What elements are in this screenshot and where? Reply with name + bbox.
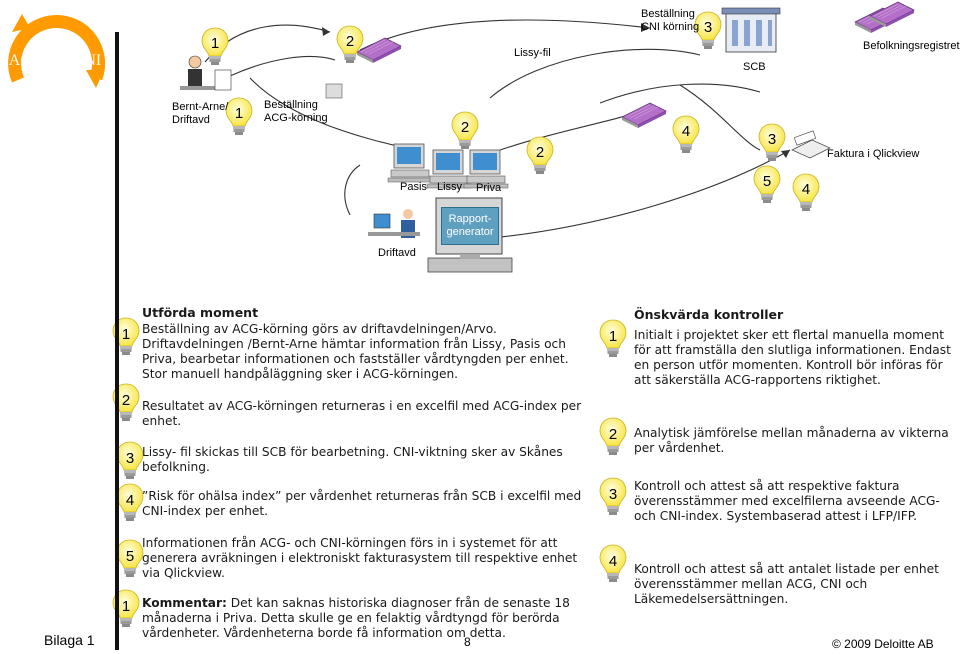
list-number: 4	[126, 492, 134, 509]
label-pasis: Pasis	[400, 181, 427, 193]
list-number: 1	[609, 328, 617, 345]
left-item-3: Lissy- fil skickas till SCB för bearbetn…	[142, 445, 563, 474]
comment-label: Kommentar:	[142, 596, 227, 610]
arc-lissy-fil	[359, 19, 651, 51]
right-heading: Önskvärda kontroller	[634, 307, 784, 322]
label-bernt-arne: Bernt-Arne/ Driftavd	[172, 101, 229, 126]
right-item-3: Kontroll och attest så att respektive fa…	[634, 479, 940, 523]
label-order-cni: Beställning CNI körning	[641, 8, 700, 33]
diagram-step-number: 5	[763, 173, 771, 190]
left-heading: Utförda moment	[142, 305, 259, 320]
left-comment: Kommentar: Det kan saknas historiska dia…	[142, 596, 597, 641]
logo-title: ACG och CNI	[8, 52, 102, 69]
printer-icon	[791, 130, 831, 159]
report-generator-label: Rapport- generator	[441, 207, 499, 245]
diagram-step-number: 2	[346, 33, 354, 50]
label-driftavd: Driftavd	[378, 247, 416, 259]
label-priva: Priva	[476, 182, 502, 194]
file-book-icon	[621, 102, 667, 129]
person-desk-icon	[180, 55, 343, 99]
list-number: 1	[122, 598, 130, 615]
list-number: 2	[122, 392, 130, 409]
list-number: 3	[126, 450, 134, 467]
logo-graphic	[8, 14, 106, 88]
label-faktura: Faktura i Qlickview	[827, 148, 920, 160]
label-befolkningsregistret: Befolkningsregistret	[863, 40, 960, 52]
left-item-4: ”Risk för ohälsa index” per vårdenhet re…	[142, 489, 582, 518]
diagram-step-number: 4	[682, 123, 690, 140]
list-number: 5	[126, 548, 134, 565]
left-item-1: Beställning av ACG-körning görs av drift…	[142, 322, 569, 381]
right-item-4: Kontroll och attest så att antalet lista…	[634, 562, 939, 606]
diagram-step-number: 2	[536, 144, 544, 161]
right-item-1: Initialt i projektet sker ett flertal ma…	[634, 328, 951, 387]
left-item-5: Informationen från ACG- och CNI-körninge…	[142, 536, 578, 580]
pasis-computer-icon	[387, 143, 433, 183]
page-number: 8	[464, 635, 471, 649]
footer-copyright: © 2009 Deloitte AB	[832, 637, 934, 651]
right-list-bulbs	[599, 319, 627, 583]
diagram-step-number: 1	[235, 105, 243, 122]
driftavd-person-icon	[368, 209, 420, 238]
diagram-step-number: 3	[768, 131, 776, 148]
list-number: 1	[122, 326, 130, 343]
label-scb: SCB	[743, 61, 766, 73]
footer-bilaga: Bilaga 1	[44, 632, 95, 648]
diagram-step-number: 4	[802, 181, 810, 198]
diagram-step-number: 1	[211, 35, 219, 52]
comment-text: Det kan saknas historiska diagnoser från…	[142, 596, 570, 640]
file-book-icon	[356, 37, 402, 64]
label-lissy-fil: Lissy-fil	[514, 47, 551, 59]
scb-building-icon	[721, 7, 781, 53]
list-number: 3	[609, 486, 617, 503]
label-order-acg: Beställning ACG-körning	[264, 99, 328, 124]
list-number: 2	[609, 426, 617, 443]
label-lissy: Lissy	[437, 181, 463, 193]
right-item-2: Analytisk jämförelse mellan månaderna av…	[634, 426, 949, 455]
diagram-step-number: 2	[461, 119, 469, 136]
vertical-divider	[115, 32, 119, 650]
diagram-step-number: 3	[704, 19, 712, 36]
left-item-2: Resultatet av ACG-körningen returneras i…	[142, 399, 582, 428]
list-number: 4	[609, 553, 617, 570]
